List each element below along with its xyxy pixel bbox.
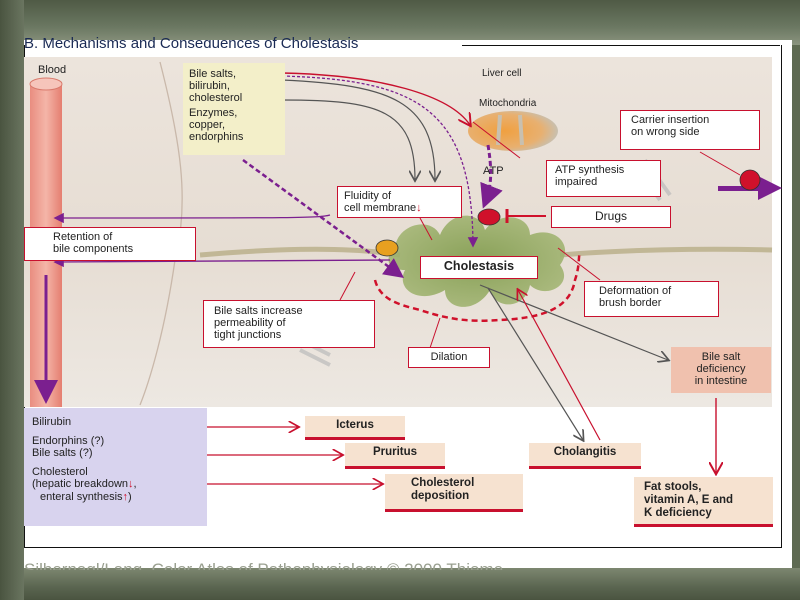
figure-frame-top [462, 45, 780, 46]
callout-tj-line1: Bile salts increase [214, 305, 303, 317]
callout-bsd-line1: Bile salt [701, 351, 741, 363]
input-copper: copper, [189, 119, 226, 131]
label-atp: ATP [483, 165, 504, 177]
slide-background-left [0, 0, 24, 600]
figure-credit: Silbernagl/Lang, Color Atlas of Pathophy… [24, 560, 504, 570]
mitochondrion-cristae [496, 114, 524, 146]
arrow-bile-salts-in [281, 99, 415, 180]
retained-bilirubin: Bilirubin [32, 416, 72, 428]
consequence-fs-line3: K deficiency [644, 507, 712, 519]
retained-endorphins: Endorphins (?) [32, 434, 105, 447]
pointer-carrier [699, 151, 741, 176]
input-enzymes: Enzymes, [189, 107, 238, 119]
callout-fluidity-line2: cell membrane [344, 202, 417, 214]
consequence-cd-line2: deposition [411, 490, 470, 502]
carrier-orange [375, 239, 399, 257]
callout-retention-line1: Retention of [53, 231, 113, 243]
callout-carrier-line2: on wrong side [631, 126, 700, 138]
callout-bsd-line3: in intestine [694, 375, 748, 387]
bile-inputs-box: Bile salts, bilirubin, cholesterol Enzym… [183, 63, 285, 155]
label-mitochondria: Mitochondria [479, 98, 537, 109]
consequence-fs-line1: Fat stools, [644, 481, 702, 493]
consequence-cholesterol-deposition: Cholesterol deposition [385, 474, 523, 512]
slide-background-top [0, 0, 800, 45]
retained-bile-salts: Bile salts (?) [32, 447, 93, 459]
callout-deformation-line1: Deformation of [599, 285, 672, 297]
callout-atp-line2: impaired [555, 176, 598, 188]
consequence-cd-line1: Cholesterol [411, 477, 475, 489]
slide-background-bottom [0, 568, 800, 600]
pointer-deformation [557, 247, 601, 281]
input-endorphins: endorphins [189, 131, 244, 143]
callout-retention-line2: bile components [53, 243, 134, 255]
input-cholesterol: cholesterol [189, 92, 243, 104]
figure-title: B. Mechanisms and Consequences of Choles… [24, 35, 359, 48]
retained-cholesterol: Cholesterol [32, 465, 88, 478]
pointer-atp-synthesis [472, 121, 521, 159]
blood-vessel-opening [29, 77, 63, 91]
arrow-paracellular [242, 158, 405, 278]
callout-fluidity-line1: Fluidity of [344, 190, 392, 202]
retained-components-box: Bilirubin Endorphins (?) Bile salts (?) … [24, 408, 207, 526]
dilation-outline [373, 251, 582, 322]
callout-tj-line2: permeability of [214, 317, 286, 329]
arrow-ascending-infection [518, 290, 601, 441]
callout-deformation-line2: brush border [599, 297, 662, 309]
callout-carrier-line1: Carrier insertion [631, 114, 710, 126]
callout-bile-salt-deficiency: Bile salt deficiency in intestine [671, 347, 771, 393]
callout-tj-line3: tight junctions [214, 329, 282, 341]
callout-deformation: Deformation of brush border [584, 281, 719, 317]
arrow-cholesterol-in [281, 79, 435, 180]
label-liver-cell: Liver cell [482, 68, 522, 79]
callout-bsd-line2: deficiency [696, 363, 746, 375]
callout-fluidity: Fluidity of cell membrane↓ [337, 186, 462, 218]
mitochondrion [468, 111, 558, 151]
carrier-drug-target [477, 208, 501, 226]
pointer-tight-junction [339, 271, 356, 301]
increase-arrow-icon: ↑ [122, 490, 129, 503]
decrease-arrow-icon: ↓ [416, 202, 422, 214]
consequence-fs-line2: vitamin A, E and [644, 494, 734, 506]
callout-retention: Retention of bile components [24, 227, 196, 261]
pointer-dilation [429, 317, 441, 349]
callout-tight-junctions: Bile salts increase permeability of tigh… [203, 300, 375, 348]
misplaced-carrier-protein [739, 169, 761, 191]
arrow-to-canaliculus [281, 75, 479, 248]
decrease-arrow-icon: ↓ [128, 478, 134, 490]
callout-atp-line1: ATP synthesis [555, 164, 625, 176]
tight-junction-strip-right [559, 246, 773, 258]
callout-atp-synthesis: ATP synthesis impaired [546, 160, 661, 197]
retained-cholesterol-detail2: enteral synthesis [40, 490, 123, 503]
input-bile-salts: Bile salts, [189, 68, 237, 80]
retained-cholesterol-detail1: (hepatic breakdown [32, 478, 129, 490]
pointer-fluidity [419, 217, 433, 241]
callout-drugs: Drugs [551, 206, 671, 228]
callout-cholestasis: Cholestasis [420, 256, 538, 279]
arrow-to-cholangitis [487, 287, 583, 440]
consequence-fat-stools: Fat stools, vitamin A, E and K deficienc… [634, 477, 773, 527]
consequence-pruritus: Pruritus [345, 443, 445, 469]
input-bilirubin: bilirubin, [189, 80, 230, 92]
consequence-cholangitis: Cholangitis [529, 443, 641, 469]
callout-carrier-insertion: Carrier insertion on wrong side [620, 110, 760, 150]
callout-dilation: Dilation [408, 347, 490, 368]
misplaced-carrier-bar [718, 186, 766, 191]
consequence-icterus: Icterus [305, 416, 405, 440]
retention-arrow-lower [53, 256, 391, 268]
label-blood: Blood [38, 64, 67, 76]
arrow-to-mitochondria [281, 72, 470, 125]
arrow-to-bile-salt-deficiency [479, 284, 668, 360]
retention-arrow-upper [53, 212, 331, 224]
